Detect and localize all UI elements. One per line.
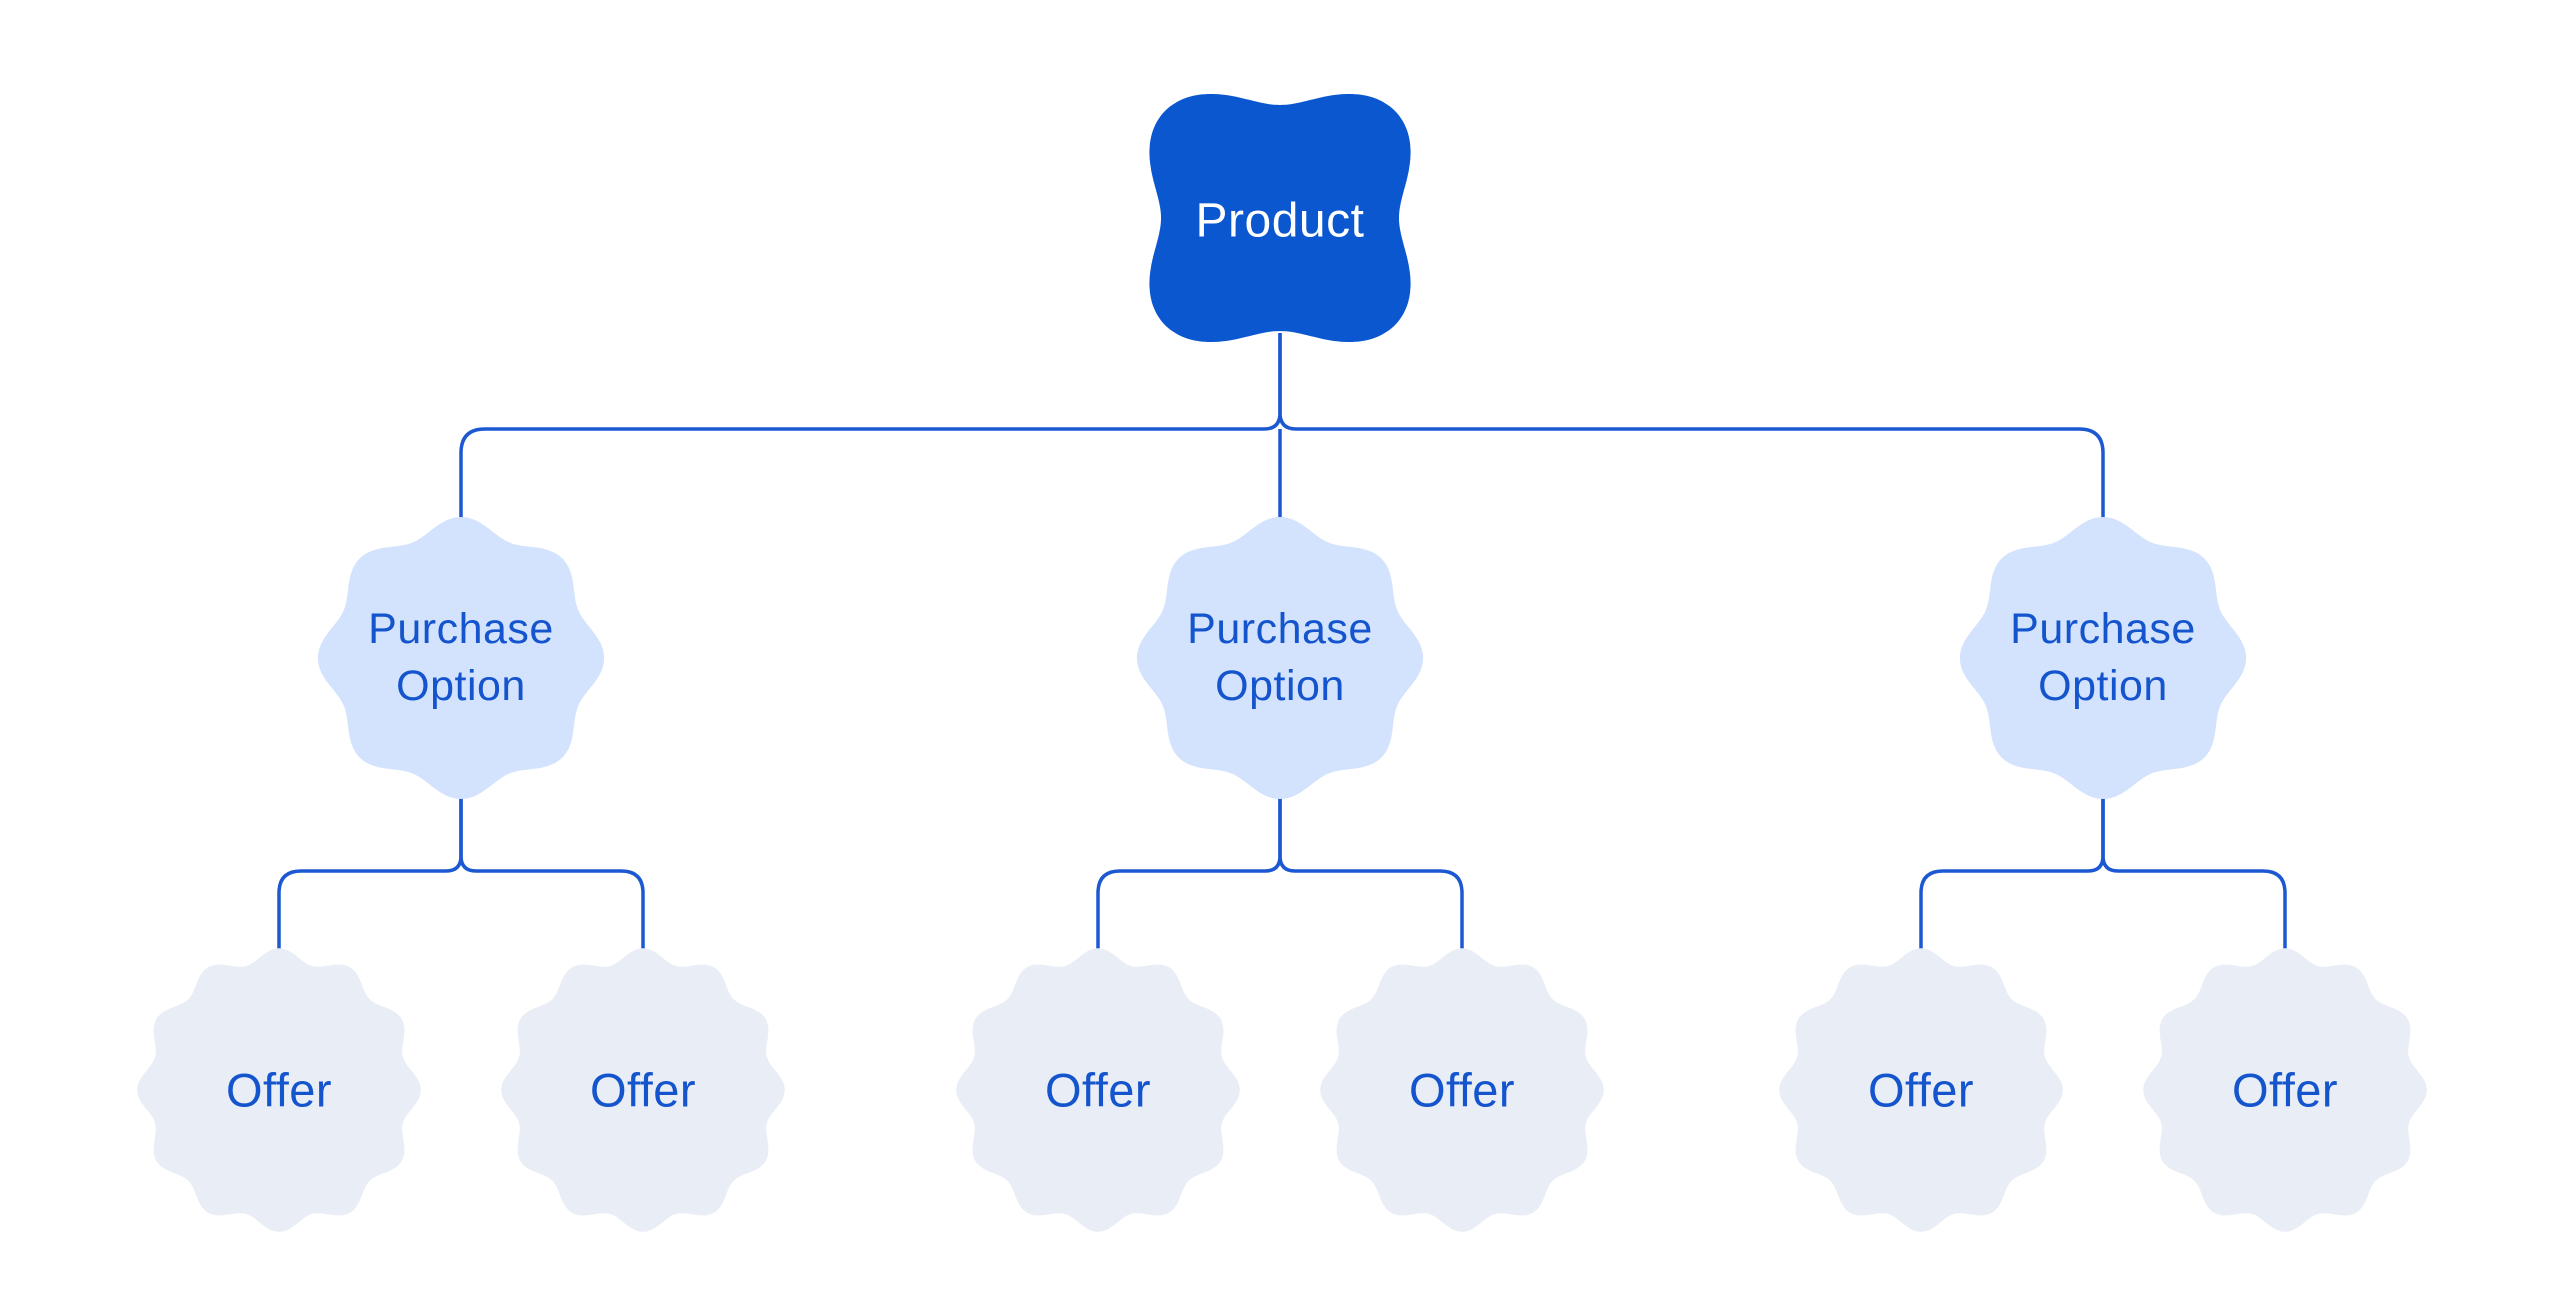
offer-4-shape — [1320, 948, 1604, 1232]
offer-2-shape — [501, 948, 785, 1232]
purchase-option-node-3: Purchase Option — [1959, 517, 2247, 799]
purchase-option-2-label-line2: Option — [1215, 662, 1345, 710]
connector-po3-to-offer6 — [2101, 791, 2287, 955]
purchase-option-2-label-line1: Purchase — [1187, 605, 1373, 653]
product-node-shape — [1149, 94, 1411, 342]
offer-node-5: Offer — [1779, 948, 2063, 1232]
offer-node-6: Offer — [2143, 948, 2427, 1232]
offer-4-label: Offer — [1409, 1064, 1515, 1117]
offer-node-1: Offer — [137, 948, 421, 1232]
connector-po2-to-offer4 — [1278, 791, 1464, 955]
purchase-option-1-label-line2: Option — [396, 662, 526, 710]
offer-node-2: Offer — [501, 948, 785, 1232]
offer-2-label: Offer — [590, 1064, 696, 1117]
purchase-option-1-shape — [317, 517, 605, 799]
connector-root-to-po1 — [459, 333, 1282, 524]
purchase-option-1-label-line1: Purchase — [368, 605, 554, 653]
offer-6-shape — [2143, 948, 2427, 1232]
purchase-option-3-label-line2: Option — [2038, 662, 2168, 710]
connector-po1-to-offer2 — [459, 791, 645, 955]
connectors — [277, 333, 2287, 955]
offer-3-shape — [956, 948, 1240, 1232]
offer-1-label: Offer — [226, 1064, 332, 1117]
connector-po1-to-offer1 — [277, 791, 463, 955]
purchase-option-node-2: Purchase Option — [1136, 517, 1424, 799]
offer-6-label: Offer — [2232, 1064, 2338, 1117]
purchase-option-3-label-line1: Purchase — [2010, 605, 2196, 653]
connector-root-to-po3 — [1278, 333, 2105, 524]
connector-po3-to-offer5 — [1919, 791, 2105, 955]
offer-node-4: Offer — [1320, 948, 1604, 1232]
product-node: Product — [1149, 94, 1411, 342]
offer-1-shape — [137, 948, 421, 1232]
offer-5-label: Offer — [1868, 1064, 1974, 1117]
connector-po2-to-offer3 — [1096, 791, 1282, 955]
purchase-option-3-shape — [1959, 517, 2247, 799]
purchase-option-2-shape — [1136, 517, 1424, 799]
product-node-label: Product — [1196, 195, 1365, 248]
offer-3-label: Offer — [1045, 1064, 1151, 1117]
offer-node-3: Offer — [956, 948, 1240, 1232]
offer-5-shape — [1779, 948, 2063, 1232]
purchase-option-node-1: Purchase Option — [317, 517, 605, 799]
